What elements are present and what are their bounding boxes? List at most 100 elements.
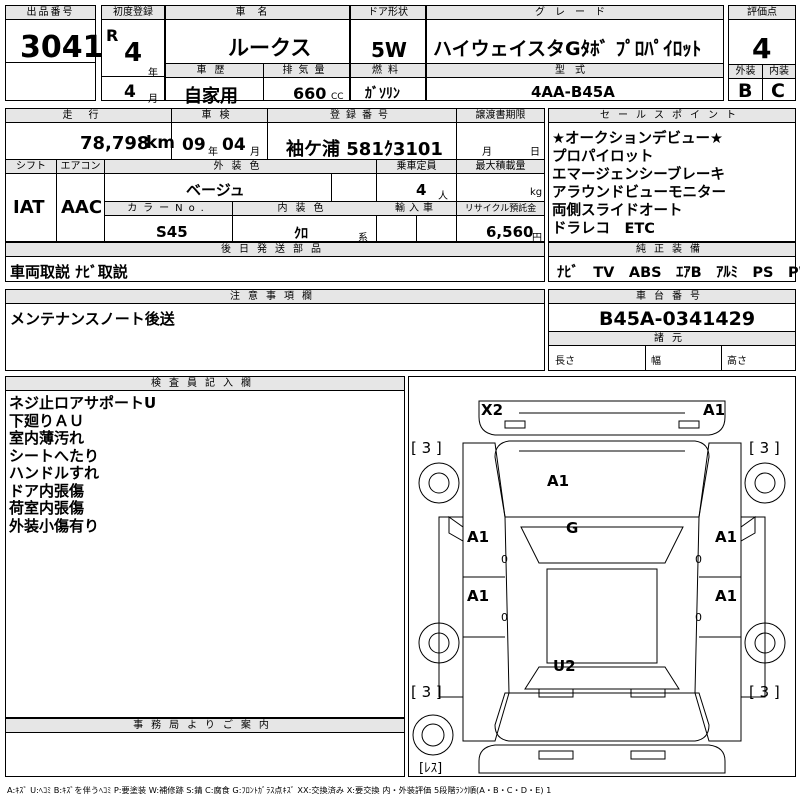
interior-color-suffix: 系	[358, 233, 368, 244]
history: 自家用	[184, 86, 238, 107]
diagram-zero: 0	[695, 611, 702, 624]
spec-label: 諸元	[549, 332, 795, 346]
damage-u2: U2	[553, 657, 576, 675]
diagram-zero: 0	[501, 611, 508, 624]
later-parts-label: 後日発送部品	[6, 243, 544, 257]
color-no: S45	[156, 223, 188, 241]
first-registration-box: 初度登録 R 4 年 4 月	[101, 5, 165, 105]
score: 4	[752, 32, 772, 65]
damage-a1-hood: A1	[547, 472, 570, 490]
load-unit: kg	[530, 187, 543, 198]
lot-number: 3041	[20, 30, 104, 65]
cc-unit: CC	[331, 92, 344, 102]
insp-month-unit: 月	[250, 147, 260, 158]
later-parts: 車両取説 ﾅﾋﾞ取説	[10, 263, 128, 281]
car-diagram	[412, 400, 786, 774]
chassis-label: 車台番号	[549, 290, 795, 304]
month-unit: 月	[148, 94, 158, 105]
mileage: 78,798	[80, 133, 150, 154]
mileage-label: 走行	[6, 109, 171, 123]
selling-point-item: プロパイロット	[552, 149, 654, 165]
selling-point-item: 両側スライドオート	[552, 203, 683, 219]
inspection-month: 04	[222, 135, 246, 155]
details-box: 走行 車検 登録番号 譲渡書期限 78,798 km 09 年 04 月 袖ケ浦…	[5, 108, 545, 244]
tire-grade-front-left: [ 3 ]	[411, 439, 442, 457]
insp-year-unit: 年	[208, 147, 218, 158]
damage-a1-front-right: A1	[703, 401, 726, 419]
car-diagram-box: X2 A1 A1 G A1 A1 A1 A1 U2 0 0 0 0 [ 3 ] …	[408, 376, 796, 777]
selling-points-box: セールスポイント ★オークションデビュー★ プロパイロット エマージェンシーブレ…	[548, 108, 796, 242]
equipment-box: 純正装備 ﾅﾋﾞ TV ABS ｴｱB ｱﾙﾐ PS PW	[548, 242, 800, 282]
equipment: ﾅﾋﾞ TV ABS ｴｱB ｱﾙﾐ PS PW	[557, 265, 800, 281]
inspector-item: ドア内張傷	[9, 481, 85, 500]
equipment-label: 純正装備	[549, 243, 795, 257]
car-name-label: 車名	[166, 6, 349, 20]
spare-tire-status: [ﾚｽ]	[419, 761, 443, 776]
grade: ハイウェイスタGﾀﾎﾞ ﾌﾟﾛﾊﾟｲﾛｯﾄ	[433, 38, 702, 60]
notes-label: 注意事項欄	[6, 290, 544, 304]
door-box: ドア形状 5W 燃料 ｶﾞｿﾘﾝ	[350, 5, 426, 102]
selling-point-item: エマージェンシーブレーキ	[552, 167, 725, 183]
later-parts-box: 後日発送部品 車両取説 ﾅﾋﾞ取説	[5, 242, 545, 282]
inspector-item: 外装小傷有り	[9, 516, 100, 535]
ext-label: 外装	[729, 65, 762, 79]
transfer-label: 譲渡書期限	[456, 109, 544, 123]
chassis-box: 車台番号 B45A-0341429 諸元 長さ 幅 高さ	[548, 289, 796, 371]
chassis-number: B45A-0341429	[599, 308, 756, 330]
int-label: 内装	[762, 65, 795, 79]
year-unit: 年	[148, 68, 158, 79]
transfer-day: 日	[530, 147, 540, 158]
import-label: 輸入車	[376, 202, 456, 216]
legend: A:ｷｽﾞ U:ﾍｺﾐ B:ｷｽﾞを伴うﾍｺﾐ P:要塗装 W:補修跡 S:錆 …	[7, 785, 552, 795]
score-label: 評価点	[729, 6, 795, 20]
inspector-box: 検査員記入欄 ネジ止ロアサポートU 下廻りＡＵ 室内薄汚れ シートへたり ハンド…	[5, 376, 405, 718]
shift: IAT	[13, 197, 45, 218]
plate: 袖ケ浦 581ｸ3101	[286, 139, 443, 160]
fuel: ｶﾞｿﾘﾝ	[365, 86, 400, 102]
diagram-zero: 0	[695, 553, 702, 566]
lot-label: 出品番号	[6, 6, 95, 20]
notes-box: 注意事項欄 メンテナンスノート後送	[5, 289, 545, 371]
office-box: 事務局よりご案内	[5, 718, 405, 777]
interior-color-label: 内装色	[232, 202, 376, 216]
tire-grade-rear-right: [ 3 ]	[749, 683, 780, 701]
selling-points-label: セールスポイント	[549, 109, 795, 123]
inspector-item: 室内薄汚れ	[9, 429, 85, 447]
inspection-label: 車検	[171, 109, 267, 123]
spec-width: 幅	[651, 356, 661, 367]
first-reg-label: 初度登録	[102, 6, 164, 20]
model-label: 型式	[427, 64, 723, 78]
recycle-label: リサイクル預託金	[456, 202, 544, 216]
reg-month: 4	[124, 82, 136, 102]
door-label: ドア形状	[351, 6, 425, 20]
inspector-label: 検査員記入欄	[6, 377, 404, 391]
shift-label: シフト	[6, 160, 56, 174]
capacity-unit: 人	[438, 191, 448, 202]
model: 4AA-B45A	[531, 83, 615, 101]
ac: AAC	[61, 197, 103, 218]
inspector-item: シートへたり	[9, 446, 100, 465]
grade-box: グレード ハイウェイスタGﾀﾎﾞ ﾌﾟﾛﾊﾟｲﾛｯﾄ 型式 4AA-B45A	[426, 5, 724, 101]
tire-grade-rear-left: [ 3 ]	[411, 683, 442, 701]
inspector-item: ネジ止ロアサポートU	[9, 394, 157, 412]
inspector-item: 荷室内張傷	[9, 499, 85, 517]
selling-point-item: アラウンドビューモニター	[552, 185, 726, 201]
displacement: 660	[293, 84, 327, 103]
damage-a1-front-left-door: A1	[467, 528, 490, 546]
ext-grade: B	[738, 80, 753, 102]
int-grade: C	[771, 80, 785, 102]
lot-box: 出品番号 3041	[5, 5, 104, 101]
transfer-month: 月	[482, 147, 492, 158]
office-label: 事務局よりご案内	[6, 719, 404, 733]
inspection-year: 09	[182, 135, 206, 155]
fuel-label: 燃料	[351, 64, 425, 78]
selling-point-item: ドラレコ ETC	[552, 221, 655, 237]
score-box: 評価点 4 外装 内装 B C	[728, 5, 796, 102]
displacement-label: 排気量	[263, 64, 349, 78]
selling-point-item: ★オークションデビュー★	[552, 131, 723, 147]
car-name: ルークス	[228, 36, 312, 60]
ac-label: エアコン	[56, 160, 104, 174]
damage-g: G	[566, 519, 579, 537]
color-no-label: カラーNo.	[105, 202, 232, 216]
interior-color: ｸﾛ	[294, 226, 308, 242]
